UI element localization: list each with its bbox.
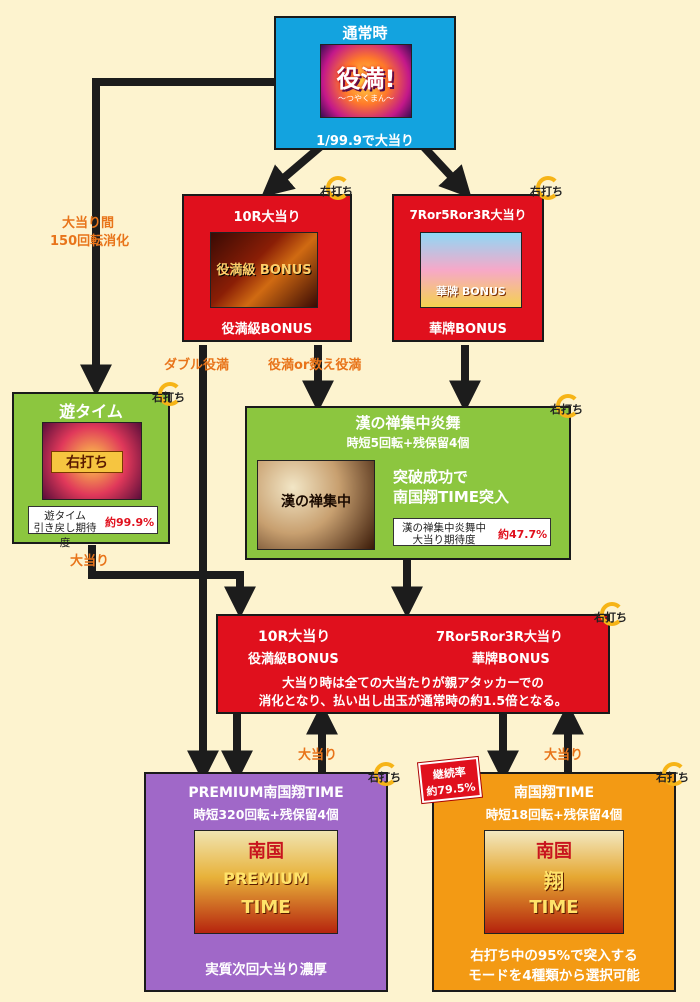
kan-info-box: 漢の禅集中炎舞中 大当り期待度 約47.7%: [393, 518, 551, 546]
kan-message-1: 突破成功で: [393, 468, 469, 486]
asobi-image: 右打ち: [42, 422, 142, 500]
premium-image: 南国 PREMIUM TIME: [194, 830, 338, 934]
premium-migi-icon: 右打ち: [368, 762, 406, 792]
normal-logo-image: 役満! ～つやくまん～: [320, 44, 412, 118]
kan-info-value: 約47.7%: [498, 528, 548, 541]
nangoku-footer-1: 右打ち中の95%で突入する: [470, 948, 638, 964]
rush-note-1: 大当り時は全ての大当たりが親アタッカーでの: [282, 675, 544, 690]
label-gap-2: 150回転消化: [50, 234, 130, 249]
kan-info-label-2: 大当り期待度: [412, 534, 476, 546]
nangoku-banner-1: 南国: [536, 841, 572, 862]
asobi-time-box: 遊タイム 右打ち 遊タイム 引き戻し期待度 約99.9%: [12, 392, 170, 549]
rush-bonus-box: 10R大当り 役満級BONUS 7Ror5Ror3R大当り 華牌BONUS 大当…: [216, 614, 610, 714]
premium-banner-1: 南国: [248, 841, 284, 862]
label-gap-1: 大当り間: [62, 216, 115, 231]
kan-info-label-1: 漢の禅集中炎舞中: [402, 522, 486, 534]
asobi-banner-text: 右打ち: [51, 451, 123, 473]
label-double-yakuman: ダブル役満: [164, 358, 230, 373]
kan-migi-icon: 右打ち: [550, 394, 588, 424]
nangoku-banner-3: TIME: [529, 897, 579, 918]
nangoku-title: 南国翔TIME: [513, 785, 595, 801]
rush-left-title: 10R大当り: [258, 629, 331, 645]
kan-banner-text: 漢の禅集中: [281, 494, 351, 510]
label-atari-left: 大当り: [70, 554, 110, 569]
label-atari-mid: 大当り: [298, 748, 338, 763]
kan-sub: 時短5回転+残保留4個: [346, 436, 470, 450]
big7r-migi-icon: 右打ち: [530, 176, 568, 206]
premium-title: PREMIUM南国翔TIME: [188, 785, 344, 801]
rush-right-sub: 華牌BONUS: [472, 652, 550, 667]
premium-time-box: PREMIUM南国翔TIME 時短320回転+残保留4個 南国 PREMIUM …: [144, 772, 388, 992]
arrow-normal-to-asobi: [80, 78, 274, 397]
normal-logo-sub: ～つやくまん～: [338, 94, 394, 103]
normal-probability: 1/99.9で大当り: [316, 134, 414, 149]
arrow-asobi-to-rush: [88, 545, 256, 619]
kan-title: 漢の禅集中炎舞: [355, 414, 461, 432]
normal-state-box: 通常時 役満! ～つやくまん～ 1/99.9で大当り: [274, 16, 456, 150]
kan-zen-box: 漢の禅集中炎舞 時短5回転+残保留4個 漢の禅集中 突破成功で 南国翔TIME突…: [245, 406, 571, 560]
rush-left-sub: 役満級BONUS: [248, 652, 339, 667]
nangoku-image: 南国 翔 TIME: [484, 830, 624, 934]
premium-banner-2: PREMIUM: [223, 869, 309, 888]
rush-note-2: 消化となり、払い出し出玉が通常時の約1.5倍となる。: [258, 693, 568, 708]
big10r-migi-icon: 右打ち: [320, 176, 358, 206]
rush-right-title: 7Ror5Ror3R大当り: [436, 630, 563, 645]
asobi-info-label-2: 引き戻し期待度: [33, 522, 97, 549]
asobi-info-label-1: 遊タイム: [44, 510, 86, 522]
big7r-caption: 華牌BONUS: [429, 322, 507, 337]
continuation-rate-badge: 継続率 約79.5%: [418, 756, 482, 804]
kan-message-2: 南国翔TIME突入: [393, 488, 509, 506]
asobi-info-box: 遊タイム 引き戻し期待度 約99.9%: [28, 506, 158, 549]
asobi-title: 遊タイム: [59, 402, 123, 421]
normal-logo-text: 役満!: [336, 65, 396, 93]
kan-image: 漢の禅集中: [257, 460, 375, 550]
asobi-info-value: 約99.9%: [105, 516, 155, 529]
big10r-banner-text: 役満級 BONUS: [216, 263, 312, 278]
nangoku-migi-icon: 右打ち: [656, 762, 694, 792]
big7r-box: 7Ror5Ror3R大当り 華牌 BONUS 華牌BONUS: [392, 194, 544, 342]
label-yakuman-or-kazoe: 役満or数え役満: [268, 358, 362, 373]
big7r-title: 7Ror5Ror3R大当り: [409, 208, 527, 222]
premium-sub: 時短320回転+残保留4個: [193, 807, 339, 822]
big10r-box: 10R大当り 役満級 BONUS 役満級BONUS: [182, 194, 352, 342]
rush-migi-icon: 右打ち: [594, 602, 632, 632]
nangoku-footer-2: モードを4種類から選択可能: [468, 968, 640, 984]
normal-title: 通常時: [342, 24, 388, 42]
label-atari-right: 大当り: [544, 748, 584, 763]
nangoku-banner-2: 翔: [544, 869, 564, 893]
premium-banner-3: TIME: [241, 897, 291, 918]
asobi-migi-icon: 右打ち: [152, 382, 190, 412]
premium-footer: 実質次回大当り濃厚: [205, 962, 327, 978]
nangoku-sub: 時短18回転+残保留4個: [485, 807, 623, 822]
big10r-caption: 役満級BONUS: [221, 322, 313, 337]
big10r-image: 役満級 BONUS: [210, 232, 318, 308]
nangoku-time-box: 南国翔TIME 時短18回転+残保留4個 南国 翔 TIME 右打ち中の95%で…: [432, 772, 676, 992]
big7r-banner-text: 華牌 BONUS: [436, 285, 506, 298]
big7r-image: 華牌 BONUS: [420, 232, 522, 308]
big10r-title: 10R大当り: [233, 210, 301, 225]
